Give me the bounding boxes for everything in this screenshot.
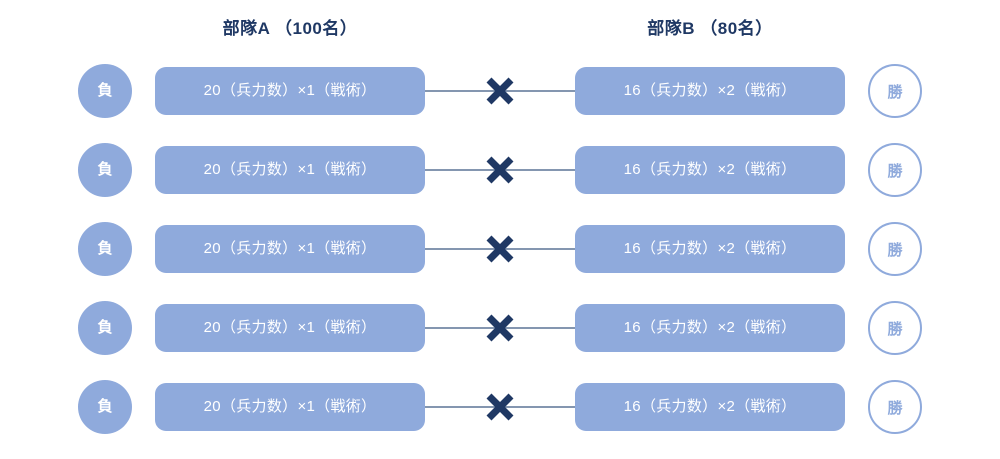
versus-x-icon [485,155,515,185]
column-headers: 部隊A （100名） 部隊B （80名） [0,14,1000,44]
force-bar-unit-b: 16（兵力数）×2（戦術） [575,225,845,273]
force-bar-unit-a: 20（兵力数）×1（戦術） [155,146,425,194]
outcome-badge-lose: 負 [78,143,132,197]
outcome-badge-lose: 負 [78,64,132,118]
column-header-unit-b: 部隊B （80名） [647,19,773,38]
versus-x-icon [485,76,515,106]
battle-row: 負 20（兵力数）×1（戦術） 16（兵力数）×2（戦術） 勝 [0,222,1000,276]
battle-row: 負 20（兵力数）×1（戦術） 16（兵力数）×2（戦術） 勝 [0,301,1000,355]
outcome-badge-lose: 負 [78,380,132,434]
force-bar-unit-b: 16（兵力数）×2（戦術） [575,146,845,194]
versus-x-icon [485,392,515,422]
outcome-badge-lose: 負 [78,301,132,355]
outcome-badge-lose: 負 [78,222,132,276]
battle-row: 負 20（兵力数）×1（戦術） 16（兵力数）×2（戦術） 勝 [0,380,1000,434]
force-bar-unit-a: 20（兵力数）×1（戦術） [155,304,425,352]
force-bar-unit-b: 16（兵力数）×2（戦術） [575,67,845,115]
force-bar-unit-b: 16（兵力数）×2（戦術） [575,304,845,352]
battle-row: 負 20（兵力数）×1（戦術） 16（兵力数）×2（戦術） 勝 [0,143,1000,197]
outcome-badge-win: 勝 [868,143,922,197]
force-bar-unit-b: 16（兵力数）×2（戦術） [575,383,845,431]
battle-row: 負 20（兵力数）×1（戦術） 16（兵力数）×2（戦術） 勝 [0,64,1000,118]
force-bar-unit-a: 20（兵力数）×1（戦術） [155,67,425,115]
force-bar-unit-a: 20（兵力数）×1（戦術） [155,225,425,273]
outcome-badge-win: 勝 [868,64,922,118]
outcome-badge-win: 勝 [868,222,922,276]
column-header-unit-a: 部隊A （100名） [222,19,358,38]
versus-x-icon [485,313,515,343]
versus-x-icon [485,234,515,264]
force-bar-unit-a: 20（兵力数）×1（戦術） [155,383,425,431]
outcome-badge-win: 勝 [868,301,922,355]
outcome-badge-win: 勝 [868,380,922,434]
